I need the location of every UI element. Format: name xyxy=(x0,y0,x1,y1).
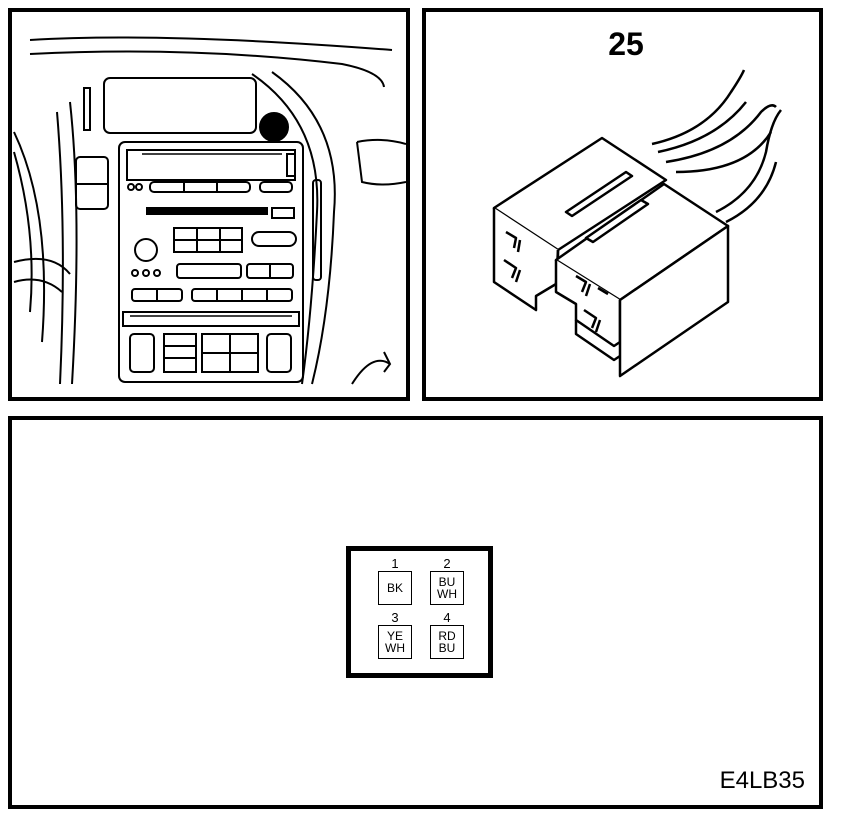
location-marker xyxy=(259,112,289,142)
steering-wheel-arc xyxy=(13,131,46,343)
wire-color: YE xyxy=(386,629,403,643)
dashboard-location-panel xyxy=(8,8,410,401)
pin-color-cell: BK xyxy=(378,571,412,605)
diagram-code: E4LB35 xyxy=(719,767,805,794)
connector-number: 25 xyxy=(608,26,644,62)
pin-number: 4 xyxy=(443,610,451,625)
pin-number: 3 xyxy=(391,610,399,625)
left-vent-slot xyxy=(83,87,91,131)
wire xyxy=(651,69,746,146)
pin-3: 3 YE WH xyxy=(378,611,412,659)
dashboard-illustration xyxy=(13,36,406,385)
wire-stripe-color: WH xyxy=(385,641,405,655)
radio-unit xyxy=(118,141,304,383)
display-bezel xyxy=(103,77,257,134)
pin-color-cell: YE WH xyxy=(378,625,412,659)
volume-knob xyxy=(134,238,158,262)
cd-slot xyxy=(146,207,268,215)
pin-assignment-panel: 1 BK 2 BU WH 3 YE WH 4 RD BU E xyxy=(8,416,823,809)
wire-color: BU xyxy=(438,575,456,589)
wire-color: RD xyxy=(438,629,456,643)
wire-stripe-color: WH xyxy=(437,587,457,601)
pin-1: 1 BK xyxy=(378,557,412,605)
pin-2: 2 BU WH xyxy=(430,557,464,605)
connector-illustration-panel: 25 xyxy=(422,8,823,401)
dash-top-line xyxy=(29,36,393,51)
wire-color: BK xyxy=(386,581,403,595)
pin-4: 4 RD BU xyxy=(430,611,464,659)
connector-face: 1 BK 2 BU WH 3 YE WH 4 RD BU xyxy=(346,546,493,678)
wire-stripe-color: BU xyxy=(438,641,456,655)
connector-illustration xyxy=(492,69,782,378)
pin-number: 2 xyxy=(443,556,451,571)
console-curve-right xyxy=(271,71,336,385)
climate-bar xyxy=(122,311,300,327)
dash-second-line xyxy=(29,50,385,88)
connector-housing-left xyxy=(492,136,668,252)
pin-color-cell: BU WH xyxy=(430,571,464,605)
pin-color-cell: RD BU xyxy=(430,625,464,659)
pin-number: 1 xyxy=(391,556,399,571)
